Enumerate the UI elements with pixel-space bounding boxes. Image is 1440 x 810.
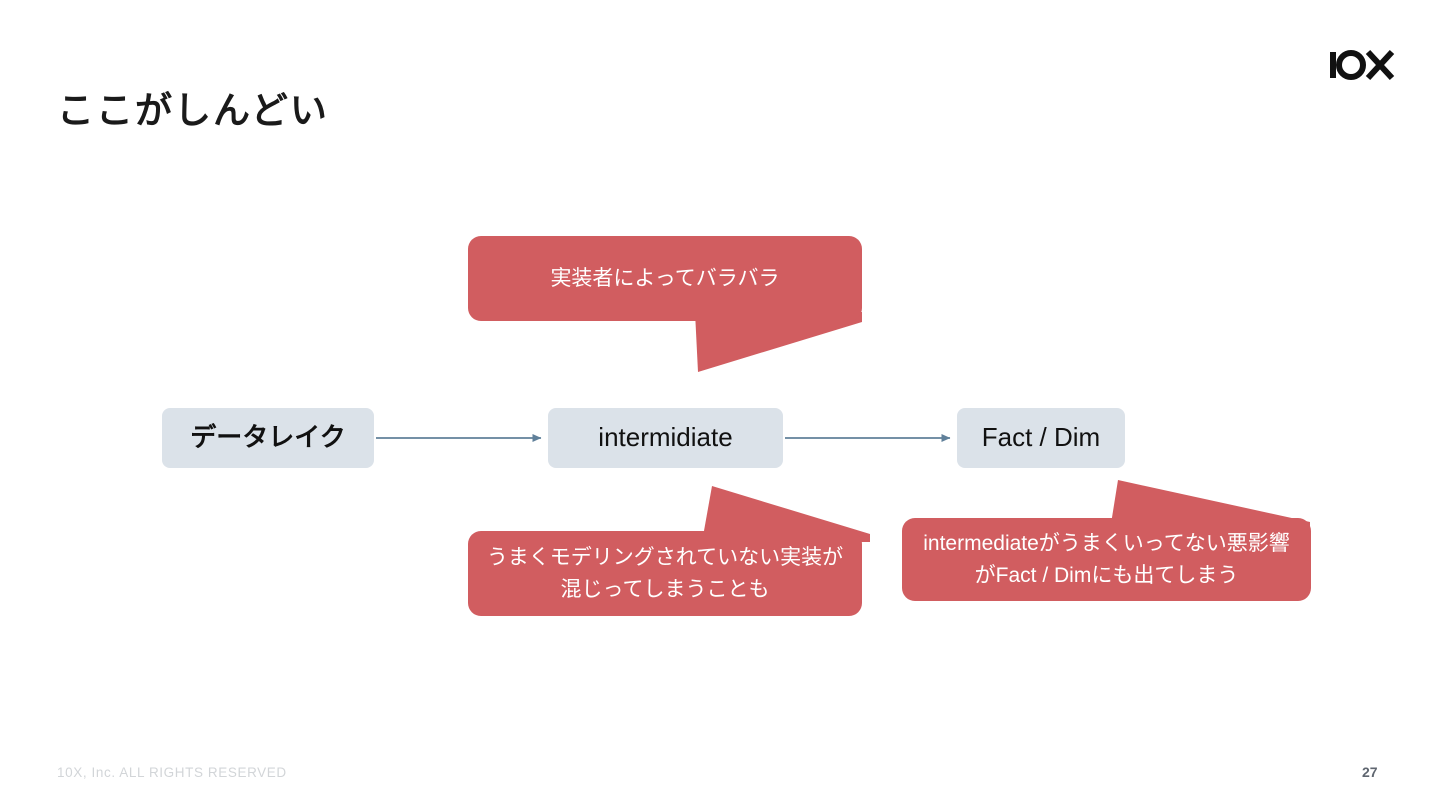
flow-box-data-lake[interactable]: データレイク: [162, 408, 374, 468]
flow-box-label: Fact / Dim: [981, 422, 1101, 453]
flow-box-label: intermidiate: [598, 422, 733, 453]
callout-text: うまくモデリングされていない実装が混じってしまうことも: [486, 546, 844, 601]
flow-box-intermidiate[interactable]: intermidiate: [548, 408, 783, 468]
callout-intermediate-impacts-factdim: intermediateがうまくいってない悪影響がFact / Dimにも出てし…: [902, 518, 1311, 601]
footer-copyright: 10X, Inc. ALL RIGHTS RESERVED: [57, 765, 287, 780]
flow-box-label: データレイク: [190, 422, 346, 453]
tenx-logo-icon: [1328, 48, 1396, 82]
page-title: ここがしんどい: [57, 90, 329, 131]
tenx-logo-svg: [1330, 49, 1395, 81]
callout-bad-modeling-mixed-in: うまくモデリングされていない実装が混じってしまうことも: [468, 531, 862, 616]
callout-implementation-varies: 実装者によってバラバラ: [468, 236, 862, 321]
callout-top-tail-icon: [695, 312, 862, 372]
flow-box-fact-dim[interactable]: Fact / Dim: [957, 408, 1125, 468]
footer-page-number: 27: [1362, 764, 1378, 780]
callout-text: 実装者によってバラバラ: [550, 266, 780, 290]
callout-text: intermediateがうまくいってない悪影響がFact / Dimにも出てし…: [923, 532, 1290, 587]
